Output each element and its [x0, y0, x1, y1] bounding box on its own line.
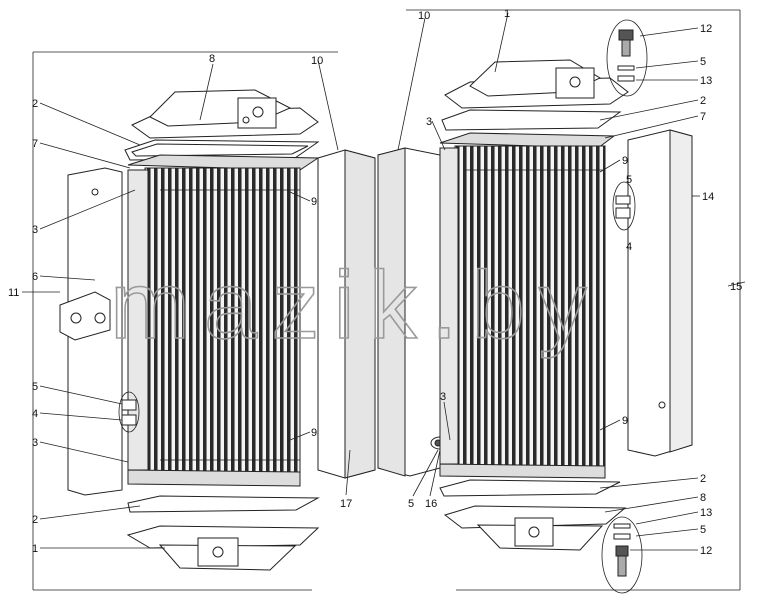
left-side-plate [59, 167, 123, 496]
left-top-tank [131, 89, 319, 139]
left-bottom-tank [126, 525, 320, 571]
right-core [439, 132, 616, 479]
left-circle-detail [118, 391, 140, 433]
bottom-bolt-detail [601, 516, 643, 594]
left-assembly-outline [32, 51, 338, 591]
right-fastener-4-5 [615, 195, 631, 219]
callout-13-top: 13 [700, 75, 712, 87]
callout-4-left: 4 [32, 408, 38, 420]
callout-13-bottom: 13 [700, 507, 712, 519]
right-side-plate [627, 129, 693, 457]
callout-2-right-bottom: 2 [700, 473, 706, 485]
callout-2-right-top: 2 [700, 95, 706, 107]
callout-1-left: 1 [32, 543, 38, 555]
right-top-gasket [441, 109, 622, 131]
callout-5-bottom: 5 [700, 524, 706, 536]
callout-3-right-top: 3 [426, 116, 432, 128]
right-circle-detail [612, 181, 636, 231]
callout-15: 15 [730, 281, 742, 293]
watermark: mazik.by [110, 252, 601, 359]
channel-panel-right [377, 147, 441, 477]
callout-17: 17 [340, 498, 352, 510]
callout-8-left: 8 [209, 53, 215, 65]
callout-9-right-bottom: 9 [622, 415, 628, 427]
callout-14: 14 [702, 191, 714, 203]
right-assembly-outline [406, 9, 741, 591]
callout-16: 16 [425, 498, 437, 510]
right-bottom-tank [443, 505, 627, 551]
callout-7-right: 7 [700, 111, 706, 123]
callout-2-left-bottom: 2 [32, 514, 38, 526]
right-top-tank [444, 59, 629, 109]
callout-1-right-top: 1 [504, 8, 510, 20]
callout-9-right-top: 9 [622, 155, 628, 167]
leader-lines [22, 12, 746, 551]
callout-8-right: 8 [700, 492, 706, 504]
callout-11: 11 [8, 287, 19, 299]
callout-5-right-circle: 5 [626, 174, 632, 186]
callout-10-right: 10 [418, 10, 430, 22]
top-bolt-detail [606, 19, 648, 97]
callout-5-center: 5 [408, 498, 414, 510]
callout-3-center: 3 [440, 391, 446, 403]
left-fastener-4-5 [121, 399, 137, 426]
channel-panel-left [317, 149, 376, 479]
callout-12-bottom: 12 [700, 545, 712, 557]
callout-12-top: 12 [700, 23, 712, 35]
callout-5-top: 5 [700, 56, 706, 68]
callout-4-right-circle: 4 [626, 241, 632, 253]
callout-2-left-top: 2 [32, 98, 38, 110]
callout-6: 6 [32, 271, 38, 283]
callout-3-left-bottom: 3 [32, 437, 38, 449]
callout-3-left-top: 3 [32, 224, 38, 236]
right-bottom-gasket [439, 479, 621, 497]
callout-9-left-top: 9 [311, 196, 317, 208]
callout-9-left-bottom: 9 [311, 427, 317, 439]
left-bottom-gasket [127, 495, 320, 513]
callout-7-left: 7 [32, 138, 38, 150]
callout-5-left: 5 [32, 381, 38, 393]
callout-10-left: 10 [311, 55, 323, 67]
left-core [127, 154, 320, 487]
